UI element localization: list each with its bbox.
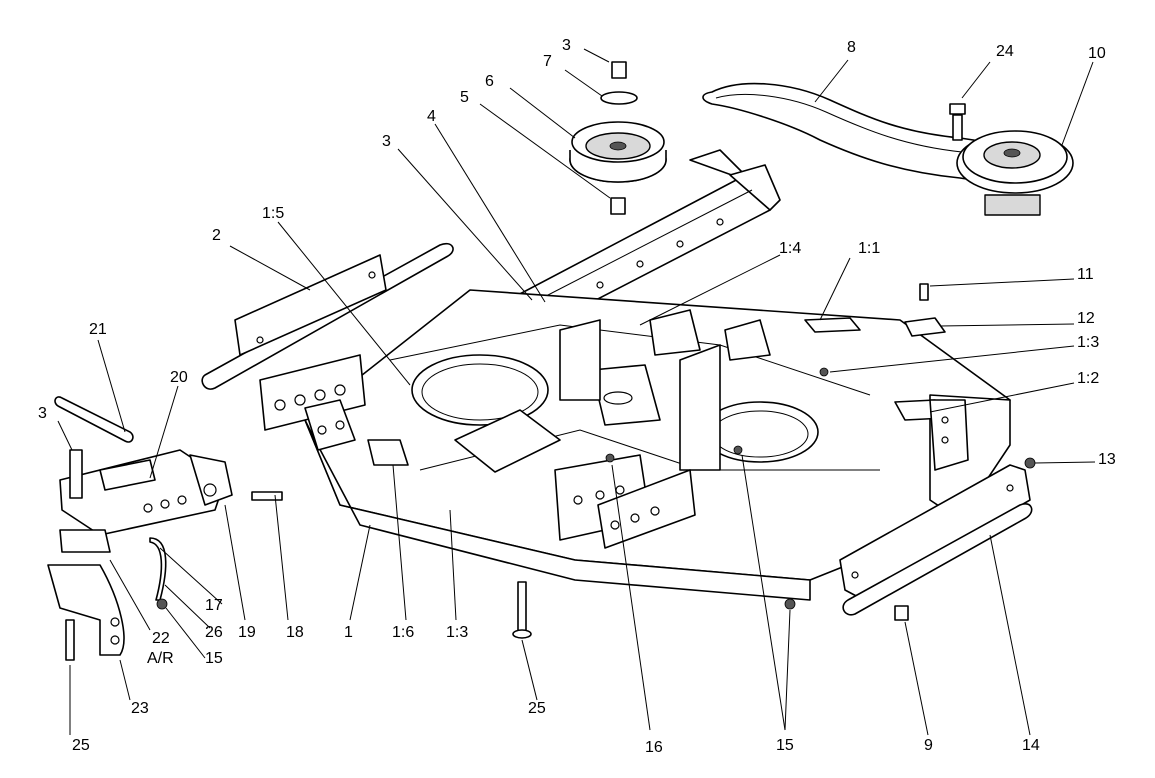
callout-1-6: 1:6 (392, 624, 414, 641)
rear-roller-assembly (201, 242, 454, 390)
callout-10: 10 (1088, 45, 1106, 62)
callout-5: 5 (460, 89, 469, 106)
callout-2: 2 (212, 227, 221, 244)
center-pulley-stack (569, 61, 667, 215)
fasteners (512, 283, 946, 639)
callout-3-mid: 3 (382, 133, 391, 150)
callout-11: 11 (1077, 266, 1094, 283)
callout-22: 22 (152, 630, 170, 647)
callout-13: 13 (1098, 451, 1116, 468)
callout-19: 19 (238, 624, 256, 641)
front-roller-assembly (839, 457, 1036, 616)
callout-20: 20 (170, 369, 188, 386)
callout-14: 14 (1022, 737, 1040, 754)
gauge-wheel-bracket (47, 396, 283, 661)
callout-16: 16 (645, 739, 663, 756)
callout-6: 6 (485, 73, 494, 90)
callout-26: 26 (205, 624, 223, 641)
callout-24: 24 (996, 43, 1014, 60)
callout-1-2: 1:2 (1077, 370, 1099, 387)
callout-1: 1 (344, 624, 353, 641)
callout-3-top: 3 (562, 37, 571, 54)
callout-18: 18 (286, 624, 304, 641)
callout-25-left: 25 (72, 737, 90, 754)
callout-1-3-right: 1:3 (1077, 334, 1099, 351)
callout-21: 21 (89, 321, 107, 338)
callout-23: 23 (131, 700, 149, 717)
callout-labels: 3 7 6 5 4 3 8 24 10 2 1:5 1:4 1:1 11 12 … (38, 37, 1116, 756)
callout-1-1: 1:1 (858, 240, 880, 257)
idler-pulley-assembly (949, 103, 1074, 216)
leader-lines (57, 48, 1096, 736)
callout-1-3-front: 1:3 (446, 624, 468, 641)
callout-15-left: 15 (205, 650, 223, 667)
callout-a-r: A/R (147, 650, 174, 667)
callout-3-left: 3 (38, 405, 47, 422)
callout-1-4: 1:4 (779, 240, 801, 257)
callout-8: 8 (847, 39, 856, 56)
callout-4: 4 (427, 108, 436, 125)
callout-17: 17 (205, 597, 223, 614)
callout-1-5: 1:5 (262, 205, 284, 222)
callout-15-right: 15 (776, 737, 794, 754)
mower-deck-housing (259, 289, 1011, 610)
callout-25-center: 25 (528, 700, 546, 717)
callout-7: 7 (543, 53, 552, 70)
callout-9: 9 (924, 737, 933, 754)
callout-12: 12 (1077, 310, 1095, 327)
